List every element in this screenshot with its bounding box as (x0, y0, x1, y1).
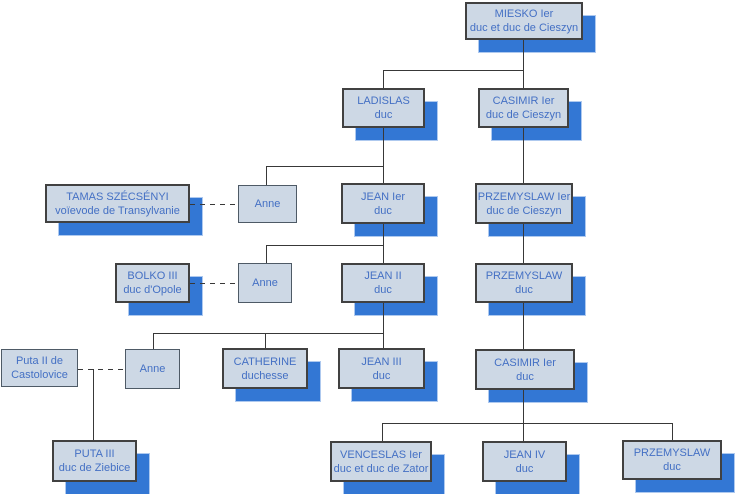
tree-connector-line (523, 390, 524, 441)
person-title: voïevode de Transylvanie (55, 204, 180, 217)
person-box-puta-ii[interactable]: Puta II de Castolovice (1, 349, 78, 387)
person-title: duc (374, 109, 393, 121)
person-title: duc (516, 370, 534, 383)
tree-connector-line (383, 70, 524, 71)
person-name: CASIMIR Ier (492, 95, 555, 107)
tree-connector-line (383, 303, 384, 348)
tree-connector-line (93, 369, 94, 440)
tree-connector-line (153, 333, 384, 334)
tree-connector-line (523, 303, 524, 349)
tree-connector-line (265, 333, 266, 348)
marriage-dashed-line (190, 204, 238, 205)
person-title: duc d'Opole (123, 284, 182, 296)
person-name: Puta II de (15, 355, 64, 367)
person-name: JEAN III (361, 355, 402, 368)
tree-connector-line (523, 40, 524, 88)
person-name: Anne (254, 198, 281, 210)
person-title: duc et duc de Cieszyn (469, 22, 579, 34)
person-name: MIESKO Ier (494, 8, 554, 20)
person-name: PUTA III (74, 448, 115, 460)
person-box-jean-ii[interactable]: JEAN II duc (341, 263, 425, 303)
person-title: duc de Cieszyn (485, 109, 562, 121)
person-name: VENCESLAS Ier (340, 448, 422, 461)
person-name: PRZEMYSLAW Ier (477, 190, 571, 203)
tree-connector-line (266, 166, 384, 167)
person-name: Anne (252, 277, 278, 289)
tree-connector-line (383, 224, 384, 263)
tree-connector-line (266, 166, 267, 185)
tree-connector-line (382, 423, 673, 424)
tree-connector-line (266, 245, 384, 246)
person-title: duc (374, 284, 392, 296)
person-name: PRZEMYSLAW (485, 270, 563, 282)
person-name: BOLKO III (127, 270, 178, 282)
person-title: duc de Ziebice (58, 462, 131, 474)
person-name: LADISLAS (357, 95, 410, 107)
person-box-przemyslaw-2[interactable]: PRZEMYSLAW duc (475, 263, 573, 303)
person-box-anne-3[interactable]: Anne (125, 349, 180, 389)
person-box-casimir-ier-cieszyn[interactable]: CASIMIR Ier duc de Cieszyn (478, 88, 569, 128)
tree-connector-line (383, 128, 384, 183)
person-name: JEAN II (364, 270, 402, 282)
person-name: TAMAS SZÉCSÉNYI (66, 190, 169, 203)
marriage-dashed-line (190, 283, 238, 284)
tree-connector-line (383, 70, 384, 88)
tree-connector-line (523, 224, 524, 263)
person-box-ladislas[interactable]: LADISLAS duc (342, 88, 425, 128)
person-box-anne-2[interactable]: Anne (238, 263, 292, 303)
tree-connector-line (266, 245, 267, 263)
person-name: Anne (139, 363, 166, 375)
person-name: JEAN Ier (360, 190, 405, 203)
person-box-bolko-iii[interactable]: BOLKO III duc d'Opole (115, 263, 190, 303)
person-title: duc (372, 369, 391, 382)
person-box-przemyslaw-3[interactable]: PRZEMYSLAW duc (622, 440, 722, 480)
tree-connector-line (523, 128, 524, 183)
person-title: duc (515, 284, 533, 296)
marriage-dashed-line (78, 369, 125, 370)
person-name: JEAN IV (503, 448, 546, 461)
person-title: duc de Cieszyn (486, 204, 562, 217)
person-box-puta-iii[interactable]: PUTA III duc de Ziebice (52, 440, 137, 482)
person-title: duc (374, 204, 392, 217)
person-title: duchesse (241, 369, 289, 382)
tree-connector-line (382, 423, 383, 441)
person-title: duc et duc de Zator (333, 462, 429, 475)
person-box-miesko-ier[interactable]: MIESKO Ier duc et duc de Cieszyn (465, 2, 583, 40)
person-title: Castolovice (11, 369, 68, 381)
person-box-anne-1[interactable]: Anne (238, 185, 297, 223)
tree-connector-line (672, 423, 673, 440)
person-title: duc (515, 462, 534, 475)
person-name: CASIMIR Ier (494, 356, 556, 369)
person-name: CATHERINE (233, 355, 297, 368)
person-name: PRZEMYSLAW (633, 447, 711, 459)
tree-connector-line (153, 333, 154, 349)
person-title: duc (663, 461, 681, 473)
